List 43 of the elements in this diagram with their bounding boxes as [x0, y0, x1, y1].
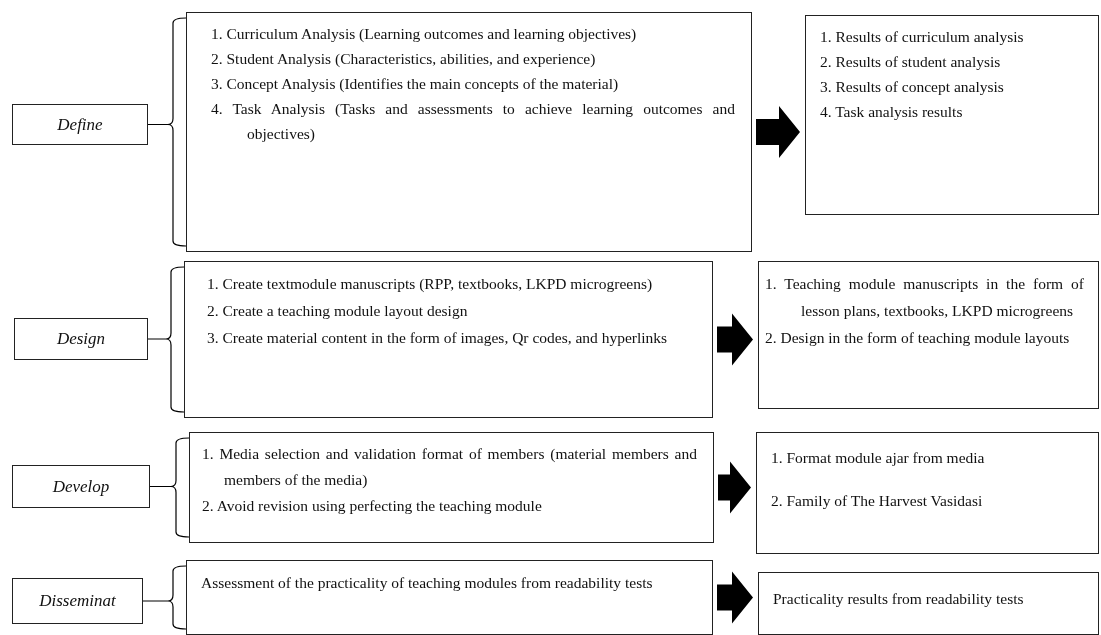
list-item: 3. Create material content in the form of images, Qr codes, and hyperlinks — [207, 328, 669, 348]
stage-box — [12, 104, 148, 145]
stage-box — [12, 465, 150, 508]
list-item: 2. Results of student analysis — [820, 52, 1002, 72]
result-box — [758, 261, 1099, 409]
list-item: 4. Task analysis results — [820, 102, 964, 122]
result-box — [758, 572, 1099, 635]
activity-box — [189, 432, 714, 543]
block-arrow — [718, 461, 751, 514]
activity-box — [186, 12, 752, 252]
result-box — [805, 15, 1099, 215]
stage-box — [12, 578, 143, 624]
stage-label: Disseminat — [39, 591, 116, 611]
brace-connector — [147, 17, 187, 247]
brace-connector — [142, 565, 187, 630]
result-box — [756, 432, 1099, 554]
list-item: 1. Teaching module manuscripts in the form of lesson plans, textbooks, LKPD microgreens — [765, 274, 1084, 321]
list-item: 3. Concept Analysis (Identifies the main concepts of the material) — [211, 74, 620, 94]
list-item: 1. Media selection and validation format of members (material members and members of the media) — [202, 444, 697, 490]
list-item: 2. Design in the form of teaching module layouts — [765, 328, 1071, 348]
list-item: Practicality results from readability tests — [773, 589, 1025, 609]
activity-box — [186, 560, 713, 635]
block-arrow — [717, 313, 753, 366]
list-item: 1. Format module ajar from media — [771, 448, 986, 468]
list-item: 2. Student Analysis (Characteristics, abilities, and experience) — [211, 49, 597, 69]
list-item: 2. Avoid revision using perfecting the teaching module — [202, 496, 543, 516]
list-item: 3. Results of concept analysis — [820, 77, 1005, 97]
list-item: 1. Curriculum Analysis (Learning outcomes and learning objectives) — [211, 24, 638, 44]
stage-label: Define — [57, 114, 103, 135]
list-item: 1. Create textmodule manuscripts (RPP, textbooks, LKPD microgreens) — [207, 274, 654, 294]
stage-label: Design — [56, 329, 106, 349]
block-arrow — [756, 106, 800, 158]
list-item: Assessment of the practicality of teaching modules from readability tests — [201, 573, 654, 593]
list-item: 2. Family of The Harvest Vasidasi — [771, 491, 984, 511]
activity-box — [184, 261, 713, 418]
stage-label: Develop — [52, 476, 110, 497]
brace-connector — [147, 266, 185, 413]
list-item: 1. Results of curriculum analysis — [820, 27, 1025, 47]
list-item: 4. Task Analysis (Tasks and assessments to achieve learning outcomes and objectives) — [211, 99, 735, 144]
brace-connector — [149, 437, 190, 538]
list-item: 2. Create a teaching module layout design — [207, 301, 469, 321]
block-arrow — [717, 571, 753, 624]
stage-box — [14, 318, 148, 360]
